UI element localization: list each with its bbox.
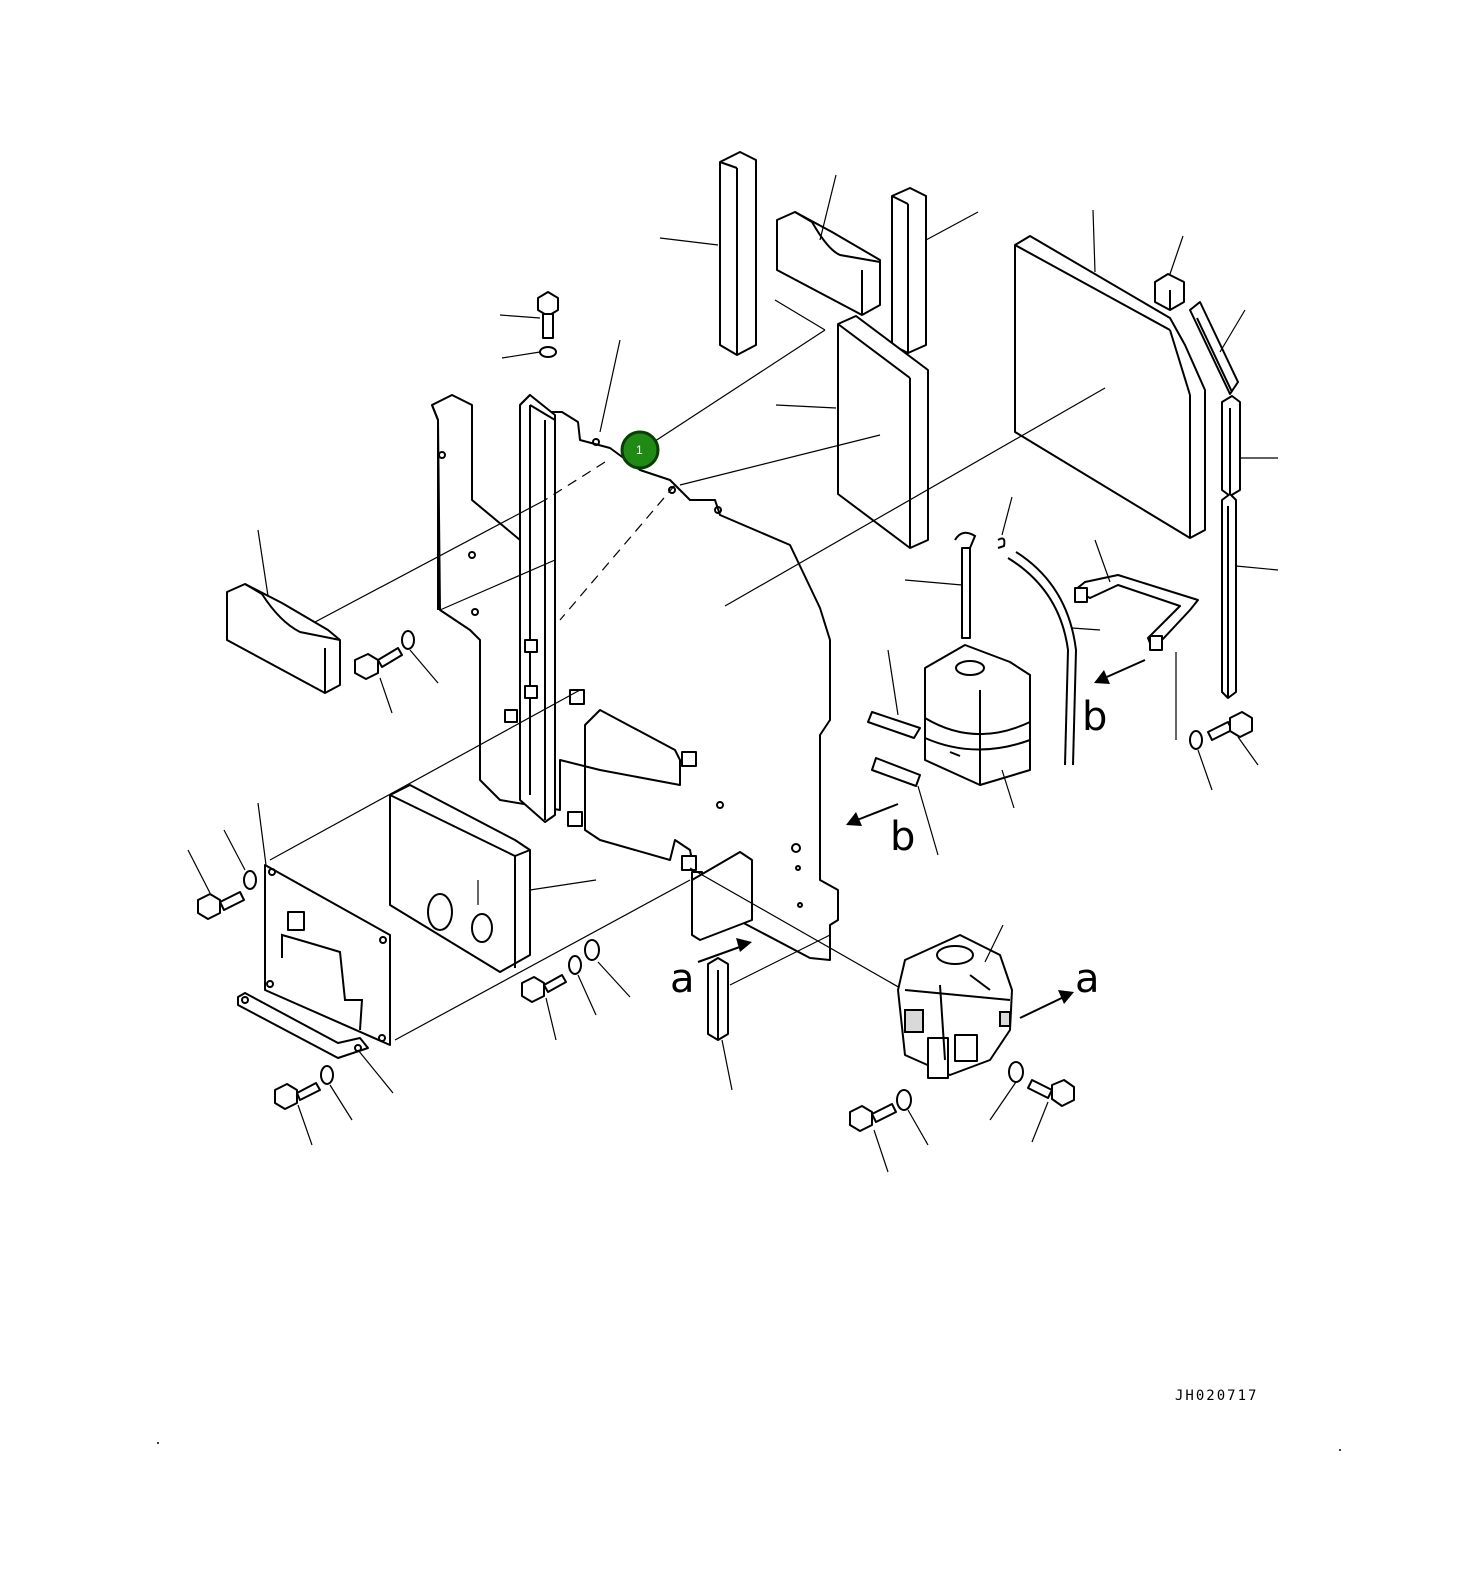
foam-block-notched [776, 174, 881, 316]
bolt-left-middle [354, 630, 439, 714]
tank-strap [1074, 539, 1199, 740]
view-letter-b-right: b [1082, 694, 1107, 740]
controller-box [389, 784, 597, 973]
bolt-center-bottom [521, 939, 631, 1041]
view-arrow-a-left: a [670, 938, 752, 1002]
pad-upper [867, 649, 921, 739]
scan-dot [157, 1442, 159, 1444]
vertical-strip-long [1221, 493, 1279, 699]
hotspot-label: 1 [636, 443, 643, 457]
main-back-panel [431, 339, 839, 961]
foam-strip-right [891, 187, 979, 354]
view-letter-a-right: a [1075, 956, 1100, 1002]
bolt-right [1189, 711, 1259, 791]
foam-panel-large [1014, 209, 1206, 539]
diagonal-strip [1189, 301, 1246, 395]
foam-strip-left [659, 151, 757, 356]
pump-valve-assembly [897, 924, 1013, 1079]
view-arrow-b-right: b [1082, 659, 1146, 740]
bolt-bottom-left [274, 1065, 353, 1146]
bottom-strap [237, 992, 394, 1094]
pad-lower [871, 757, 939, 856]
vertical-strip-short [1221, 395, 1278, 497]
foam-block-left [226, 529, 341, 694]
view-letter-b-center: b [890, 814, 915, 860]
part-callout-hotspot-1[interactable]: 1 [620, 430, 660, 470]
scan-dot [1339, 1449, 1341, 1451]
view-letter-a-left: a [670, 956, 695, 1002]
bolt-pump-left [849, 1089, 929, 1173]
assembly-guide-lines [269, 299, 1106, 1046]
hose [1007, 551, 1101, 766]
view-arrow-a-right: a [1019, 956, 1100, 1019]
reservoir-tank [924, 644, 1031, 809]
small-block [1154, 235, 1185, 311]
foam-pad-center [775, 315, 929, 549]
foam-strip-bottom [707, 957, 733, 1091]
bolt-top [499, 291, 559, 359]
bolt-far-left [187, 829, 257, 920]
drawing-code: JH020717 [1175, 1388, 1259, 1404]
bolt-pump-right [989, 1061, 1075, 1143]
bracket-plate [257, 802, 391, 1046]
filler-cap-dipstick [904, 496, 1013, 639]
view-arrow-b-center: b [846, 803, 915, 860]
